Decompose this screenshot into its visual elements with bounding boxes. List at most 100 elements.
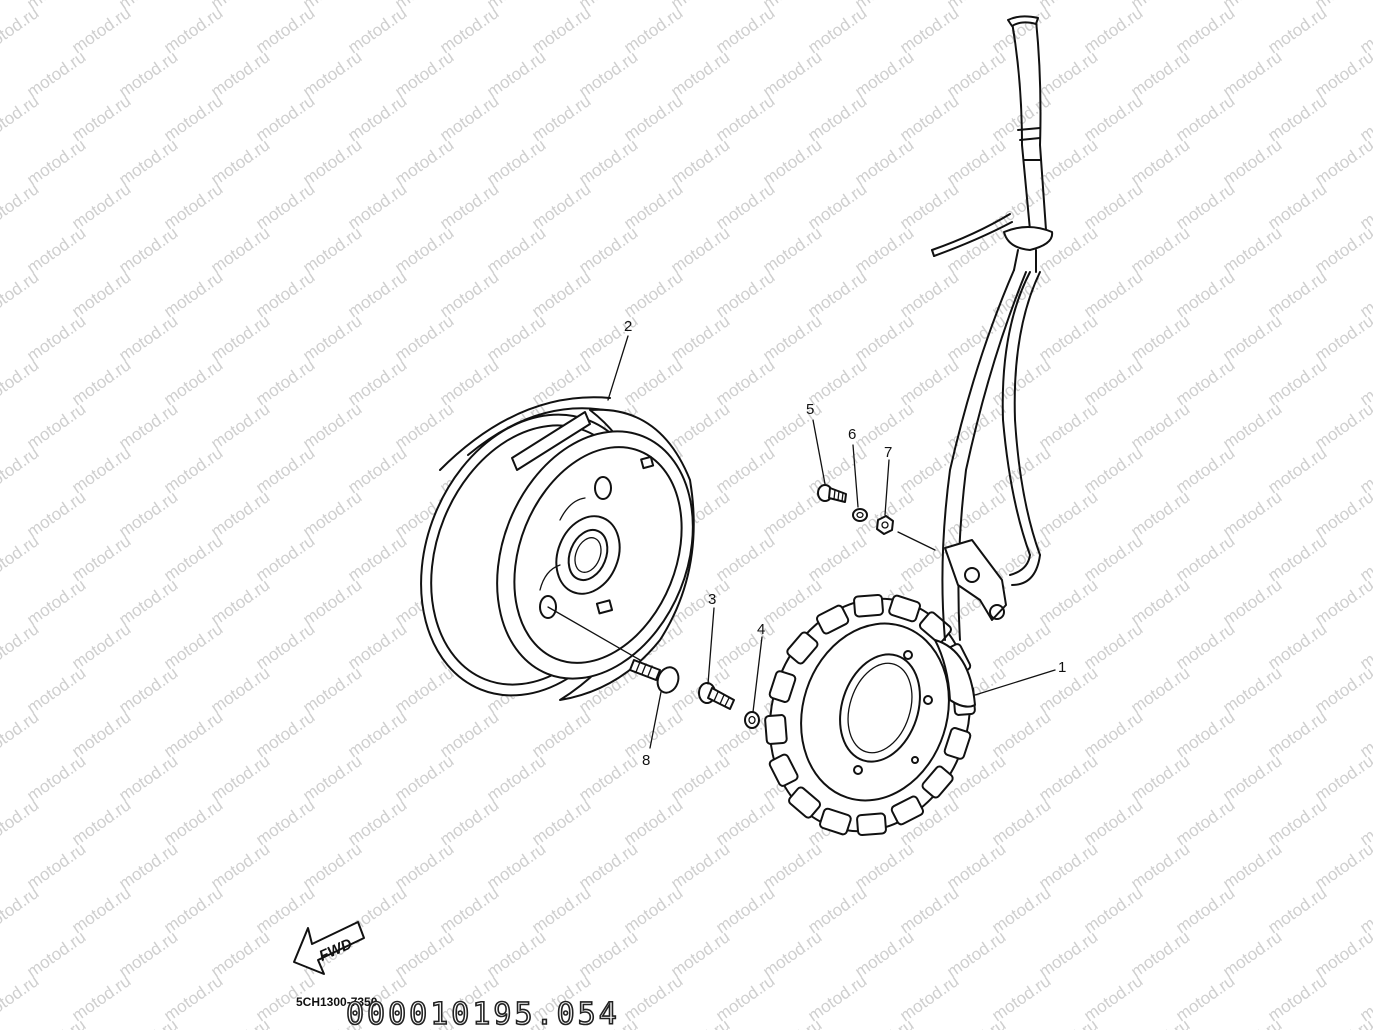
stator-tooth [788,786,822,819]
watermark-text: motod.ru [207,575,273,629]
watermark-text: motod.ru [1035,839,1101,893]
part-4-washer [744,711,760,729]
watermark-text: motod.ru [1035,135,1101,189]
watermark-text: motod.ru [0,619,42,673]
watermark-text: motod.ru [759,47,825,101]
watermark-text: motod.ru [1035,1015,1101,1030]
watermark-text: motod.ru [207,487,273,541]
watermark-text: motod.ru [0,179,42,233]
watermark-text: motod.ru [207,1015,273,1030]
watermark-text: motod.ru [1035,751,1101,805]
callout-6: 6 [848,426,856,443]
watermark-text: motod.ru [115,1015,181,1030]
watermark-text: motod.ru [299,751,365,805]
watermark-text: motod.ru [299,47,365,101]
stator-tooth [853,593,884,618]
watermark-text: motod.ru [1219,663,1285,717]
watermark-text: motod.ru [299,575,365,629]
watermark-text: motod.ru [759,927,825,981]
stator-tooth [890,795,925,826]
watermark-text: motod.ru [483,751,549,805]
watermark-text: motod.ru [207,311,273,365]
watermark-text: motod.ru [115,487,181,541]
watermark-text: motod.ru [759,1015,825,1030]
watermark-text: motod.ru [299,223,365,277]
watermark-text: motod.ru [667,135,733,189]
watermark-text: motod.ru [207,47,273,101]
watermark-text: motod.ru [1127,399,1193,453]
watermark-text: motod.ru [575,751,641,805]
watermark-text: motod.ru [0,883,42,937]
watermark-text: motod.ru [115,751,181,805]
watermark-text: motod.ru [207,399,273,453]
watermark-text: motod.ru [0,91,42,145]
watermark-text: motod.ru [391,399,457,453]
watermark-text: motod.ru [851,1015,917,1030]
part-6-washer [852,508,868,522]
watermark-text: motod.ru [0,795,42,849]
watermark-text: motod.ru [391,663,457,717]
watermark-text: motod.ru [0,707,42,761]
watermark-text: motod.ru [23,487,89,541]
watermark-text: motod.ru [851,47,917,101]
watermark-text: motod.ru [1219,223,1285,277]
watermark-text: motod.ru [0,267,42,321]
watermark-text: motod.ru [1127,575,1193,629]
watermark-text: motod.ru [299,663,365,717]
watermark-text: motod.ru [23,751,89,805]
watermark-text: motod.ru [115,399,181,453]
stator-tooth [918,611,952,644]
watermark-text: motod.ru [483,311,549,365]
stator-assembly [764,593,976,837]
watermark-text: motod.ru [759,223,825,277]
watermark-text: motod.ru [1127,487,1193,541]
leader-lines [547,335,1056,749]
watermark-text: motod.ru [391,839,457,893]
watermark-text: motod.ru [1127,927,1193,981]
watermark-text: motod.ru [23,399,89,453]
part-3-bolt [698,682,735,710]
stator-tooth [819,807,852,836]
watermark-text: motod.ru [667,47,733,101]
watermark-text: motod.ru [0,971,42,1025]
watermark-text: motod.ru [23,575,89,629]
watermark-text: motod.ru [115,839,181,893]
watermark-text: motod.ru [1035,487,1101,541]
watermark-text: motod.ru [1219,311,1285,365]
watermark-text: motod.ru [1035,927,1101,981]
stator-tooth [786,631,819,665]
watermark-text: motod.ru [23,135,89,189]
watermark-text: motod.ru [759,399,825,453]
watermark-text: motod.ru [943,927,1009,981]
callout-4: 4 [757,621,765,638]
stator-tooth [921,765,954,799]
watermark-text: motod.ru [851,927,917,981]
watermark-text: motod.ru [1127,663,1193,717]
watermark-text: motod.ru [667,927,733,981]
stator-tooth [764,714,788,745]
watermark-text: motod.ru [1219,135,1285,189]
watermark-text: motod.ru [575,223,641,277]
watermark-text: motod.ru [943,839,1009,893]
watermark-text: motod.ru [1035,575,1101,629]
watermark-text: motod.ru [667,839,733,893]
watermark-text: motod.ru [1219,1015,1285,1030]
watermark-text: motod.ru [667,223,733,277]
watermark-text: motod.ru [851,223,917,277]
watermark-text: motod.ru [299,487,365,541]
watermark-text: motod.ru [1219,487,1285,541]
watermark-text: motod.ru [1219,47,1285,101]
watermark-text: motod.ru [23,663,89,717]
watermark-text: motod.ru [483,223,549,277]
watermark-text: motod.ru [1311,1015,1373,1030]
watermark-text: motod.ru [1219,575,1285,629]
watermark-text: motod.ru [207,927,273,981]
watermark-text: motod.ru [851,135,917,189]
callout-3: 3 [708,591,716,608]
rotor-flywheel [420,396,695,701]
watermark-text: motod.ru [1219,751,1285,805]
callout-8: 8 [642,752,650,769]
watermark-text: motod.ru [851,311,917,365]
catalog-number: 000010195.054 [346,997,620,1030]
